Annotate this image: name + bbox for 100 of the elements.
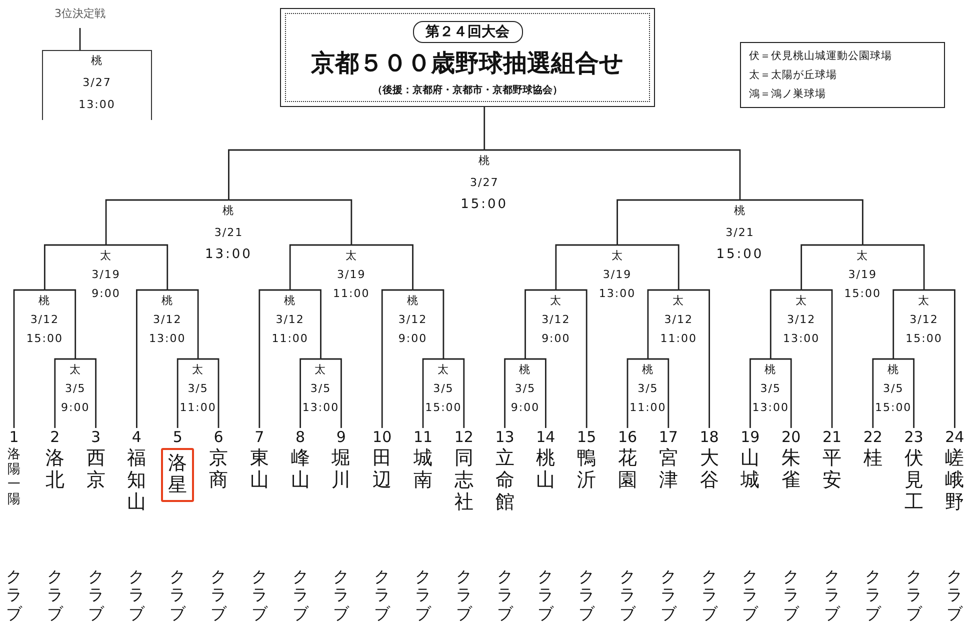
team-number: 18: [700, 428, 719, 446]
date-label: 3/21: [214, 226, 244, 240]
date-label: 3/5: [638, 382, 658, 396]
venue-label: 太: [345, 249, 358, 263]
team-number: 19: [740, 428, 760, 446]
club-label: クラブ: [251, 568, 268, 624]
title-box: [280, 8, 655, 107]
team-number: 6: [214, 428, 224, 446]
date-label: 3/12: [664, 313, 693, 327]
team-number: 23: [904, 428, 924, 446]
bracket-line: [228, 149, 484, 200]
bracket-line: [893, 358, 914, 428]
time-label: 9:00: [92, 287, 120, 301]
club-label: クラブ: [170, 568, 186, 624]
date-label: 3/27: [82, 76, 112, 90]
team-name: 洛陽一陽: [8, 448, 20, 508]
bracket-line: [79, 28, 81, 50]
bracket-line: [75, 358, 96, 428]
team-number: 11: [413, 428, 433, 446]
bracket-line: [770, 358, 792, 428]
team-number: 14: [536, 428, 556, 446]
club-label: クラブ: [333, 568, 350, 624]
team-number: 22: [863, 428, 882, 446]
bracket-line: [504, 358, 526, 428]
time-label: 15:00: [26, 332, 64, 346]
team-number: 15: [577, 428, 596, 446]
team-name: 福知山: [127, 448, 146, 514]
date-label: 3/5: [310, 382, 332, 396]
team-number: 12: [454, 428, 474, 446]
team-name: 桂: [863, 448, 882, 470]
bracket-line: [616, 199, 740, 245]
venue-label: 桃: [764, 363, 777, 377]
date-label: 3/27: [470, 176, 499, 190]
team-number: 20: [782, 428, 801, 446]
bracket-line: [626, 358, 648, 428]
team-name: 同志社: [454, 448, 474, 514]
time-label: 9:00: [542, 332, 570, 346]
date-label: 3/12: [398, 313, 428, 327]
venue-label: 桃: [478, 154, 490, 168]
team-name: 伏見工: [904, 448, 924, 514]
bracket-line: [892, 289, 924, 359]
team-name: 城南: [414, 448, 432, 492]
team-name: 大谷: [700, 448, 719, 492]
date-label: 3/19: [602, 268, 632, 282]
team-number: 3: [91, 428, 101, 446]
bracket-line: [351, 244, 414, 290]
team-name: 東山: [250, 448, 269, 492]
time-label: 15:00: [460, 198, 508, 212]
club-label: クラブ: [946, 568, 963, 624]
club-label: クラブ: [128, 568, 145, 624]
team-name: 京商: [209, 448, 228, 492]
team-number: 21: [822, 428, 842, 446]
date-label: 3/12: [910, 313, 938, 327]
venue-label: 桃: [734, 204, 746, 218]
venue-label: 太: [856, 249, 869, 263]
bracket-line: [320, 358, 342, 428]
time-label: 11:00: [630, 401, 666, 415]
bracket-line: [484, 107, 486, 150]
bracket-line: [678, 289, 710, 428]
time-label: 9:00: [60, 401, 90, 415]
bracket-line: [106, 244, 168, 290]
team-name: 洛北: [45, 448, 64, 492]
time-label: 13:00: [78, 98, 116, 112]
bracket-line: [750, 358, 771, 428]
bracket-line: [555, 244, 618, 290]
date-label: 3/12: [542, 313, 570, 327]
venue-label: 太: [611, 249, 624, 263]
club-label: クラブ: [660, 568, 676, 624]
venue-label: 太: [100, 249, 112, 263]
bracket-line: [648, 358, 670, 428]
team-name: 桃山: [536, 448, 556, 492]
venue-label: 桃: [519, 363, 532, 377]
venue-label: 桃: [642, 363, 654, 377]
time-label: 11:00: [272, 332, 308, 346]
bracket-line: [525, 358, 546, 428]
venue-label: 太: [795, 294, 808, 308]
venue-label: 太: [918, 294, 930, 308]
time-label: 9:00: [398, 332, 428, 346]
time-label: 13:00: [302, 401, 340, 415]
date-label: 3/19: [337, 268, 366, 282]
venue-label: 太: [550, 294, 562, 308]
club-label: クラブ: [620, 568, 636, 624]
bracket-line: [105, 199, 229, 245]
time-label: 15:00: [844, 287, 881, 301]
club-label: クラブ: [742, 568, 758, 624]
club-label: クラブ: [538, 568, 554, 624]
club-label: クラブ: [415, 568, 431, 624]
venue-label: 桃: [222, 204, 235, 218]
team-name: 山城: [740, 448, 760, 492]
club-label: クラブ: [906, 568, 922, 624]
time-label: 11:00: [660, 332, 697, 346]
time-label: 11:00: [333, 287, 370, 301]
team-name: 嵯峨野: [945, 448, 964, 514]
date-label: 3/5: [64, 382, 86, 396]
venue-label: 太: [437, 363, 450, 377]
team-name: 田辺: [372, 448, 392, 492]
date-label: 3/12: [153, 313, 182, 327]
time-label: 15:00: [716, 248, 764, 262]
bracket-line: [484, 149, 741, 200]
bracket-line: [258, 289, 290, 428]
